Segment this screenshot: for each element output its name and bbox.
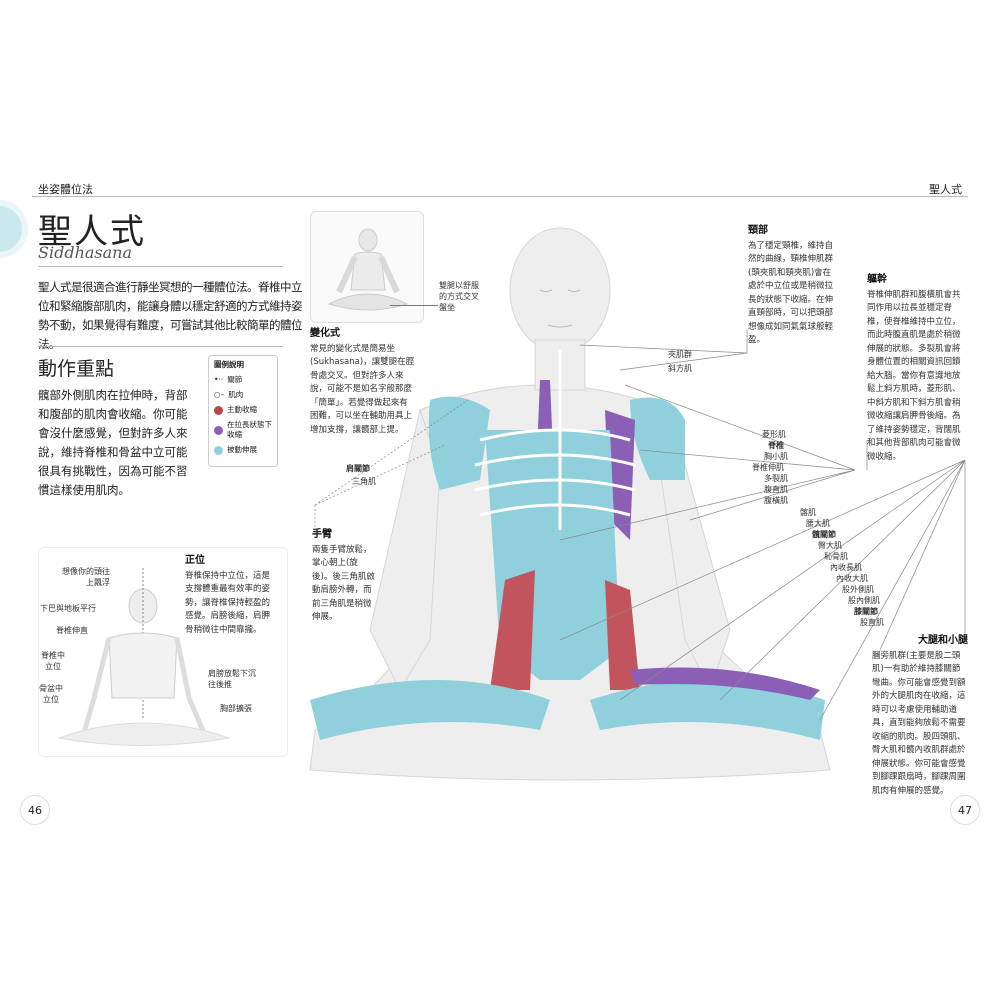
label-splenius: 夾肌群: [668, 350, 692, 359]
label-deltoid: 三角肌: [352, 477, 376, 486]
legs-heading: 大腿和小腿: [918, 635, 968, 646]
variation-image: [310, 211, 424, 323]
label-trapezius: 斜方肌: [668, 364, 692, 373]
anatomy-figure: [309, 227, 831, 781]
label-trunk: 脊椎伸肌: [752, 463, 784, 472]
legend: 圖例說明 •··關節 ○–肌肉 主動收縮 在拉長狀態下收縮 被動伸展: [208, 355, 278, 467]
alignment-panel: [38, 547, 288, 757]
label-leg: 臀大肌: [818, 541, 842, 550]
label-leg: 髖關節: [812, 530, 836, 539]
ribcage: [474, 350, 636, 530]
neck-heading: 頸部: [748, 225, 768, 236]
label-leg: 內收長肌: [830, 563, 862, 572]
muscles: [310, 380, 825, 740]
passive-stretch-swatch: [214, 445, 223, 455]
label-trunk: 菱形肌: [762, 430, 786, 439]
label-leg: 恥骨肌: [824, 552, 848, 561]
label-trunk: 腹橫肌: [764, 496, 788, 505]
label-spine-neutral: 脊椎中立位: [41, 651, 65, 671]
label-leg: 股內側肌: [848, 596, 880, 605]
variation-callout: 雙腿以舒服的方式交叉盤坐: [439, 281, 479, 312]
legs-note: 大腿和小腿膕旁肌群(主要是股二頭肌)一有助於維持膝關節彎曲。你可能會感覺到額外的…: [872, 634, 968, 798]
page-number-right: 47: [950, 795, 980, 825]
legend-label: 關節: [227, 375, 243, 384]
muscle-icon: ○–: [214, 390, 225, 399]
label-leg: 膝關節: [854, 607, 878, 616]
pose-header: 聖人式: [929, 183, 962, 196]
arm-heading: 手臂: [312, 529, 332, 540]
label-head-float: 想像你的頭往上飄浮: [62, 567, 110, 587]
label-leg: 內收大肌: [836, 574, 868, 583]
label-leg: 腰大肌: [806, 519, 830, 528]
variation-text: 常見的變化式是簡易坐(Sukhasana)，讓雙腿在脛骨處交叉。但對許多人來說，…: [310, 343, 415, 435]
intro-text: 聖人式是很適合進行靜坐冥想的一種體位法。脊椎中立位和緊縮腹部肌肉，能讓身體以穩定…: [38, 280, 303, 351]
trunk-heading: 軀幹: [867, 274, 887, 285]
legend-label: 被動伸展: [227, 445, 257, 454]
variation-note: 變化式常見的變化式是簡易坐(Sukhasana)，讓雙腿在脛骨處交叉。但對許多人…: [310, 327, 416, 437]
sukhasana-figure: [327, 228, 409, 311]
alignment-heading: 正位: [185, 555, 205, 566]
key-points-heading: 動作重點: [38, 358, 115, 380]
alignment-note: 正位脊椎保持中立位，這是支撐體重最有效率的姿勢，讓脊椎保持輕盈的感覺。肩膀後縮，…: [185, 554, 275, 637]
label-trunk: 多裂肌: [764, 474, 788, 483]
label-spine-straight: 脊椎伸直: [56, 626, 88, 635]
label-shoulders: 肩膀放鬆下沉往後推: [208, 669, 256, 689]
trunk-note: 軀幹脊椎伸肌群和腹橫肌會共同作用以拉長並穩定脊椎，使脊椎維持中立位，而此時腹直肌…: [867, 273, 967, 464]
label-chin: 下巴與地板平行: [40, 604, 96, 613]
label-trunk: 脊椎: [768, 441, 784, 450]
arm-text: 兩隻手臂放鬆，掌心朝上(旋後)。後三角肌啟動肩膀外轉，而前三角肌是稍微伸展。: [312, 544, 375, 623]
label-leg: 股直肌: [860, 618, 884, 627]
joint-icon: •··: [214, 375, 224, 384]
legend-title: 圖例說明: [214, 360, 244, 369]
section-header: 坐姿體位法: [38, 183, 93, 196]
neck-text: 為了穩定頸椎，維持自然的曲線，頸椎伸肌群(頭夾肌和頸夾肌)會在處於中立位或是稍微…: [748, 240, 834, 346]
lengthen-contract-swatch: [214, 425, 223, 435]
legs-text: 膕旁肌群(主要是股二頭肌)一有助於維持膝關節彎曲。你可能會感覺到額外的大腿肌肉在…: [872, 650, 966, 796]
header-rule: [32, 196, 968, 197]
label-leg: 髂肌: [800, 508, 816, 517]
page-subtitle: Siddhasana: [38, 243, 132, 262]
legend-label: 主動收縮: [227, 405, 257, 414]
page-number-left: 46: [20, 795, 50, 825]
label-chest: 胸部擴張: [220, 704, 252, 713]
leader-line: [390, 305, 438, 306]
label-shoulder-joint: 肩關節: [346, 464, 370, 473]
skeleton-figure: [57, 568, 231, 746]
variation-heading: 變化式: [310, 328, 340, 339]
label-trunk: 胸小肌: [764, 452, 788, 461]
label-pelvis-neutral: 骨盆中立位: [39, 684, 63, 704]
legend-label: 肌肉: [228, 390, 244, 399]
label-trunk: 腹直肌: [764, 485, 788, 494]
neck-note: 頸部為了穩定頸椎，維持自然的曲線，頸椎伸肌群(頭夾肌和頸夾肌)會在處於中立位或是…: [748, 224, 834, 348]
trunk-text: 脊椎伸肌群和腹橫肌會共同作用以拉長並穩定脊椎，使脊椎維持中立位，而此時腹直肌是處…: [867, 289, 961, 462]
label-leg: 股外側肌: [842, 585, 874, 594]
divider: [38, 346, 283, 347]
key-points-text: 髖部外側肌肉在拉伸時，背部和腹部的肌肉會收縮。你可能會沒什麼感覺，但對許多人來說…: [38, 388, 188, 497]
divider: [38, 266, 283, 267]
active-contract-swatch: [214, 405, 223, 415]
page-title: 聖人式: [38, 212, 146, 252]
alignment-text: 脊椎保持中立位，這是支撐體重最有效率的姿勢，讓脊椎保持輕盈的感覺。肩膀後縮，肩胛…: [185, 570, 271, 635]
face: [539, 289, 581, 328]
arm-note: 手臂兩隻手臂放鬆，掌心朝上(旋後)。後三角肌啟動肩膀外轉，而前三角肌是稍微伸展。: [312, 528, 376, 625]
legend-label: 在拉長狀態下收縮: [227, 420, 272, 439]
